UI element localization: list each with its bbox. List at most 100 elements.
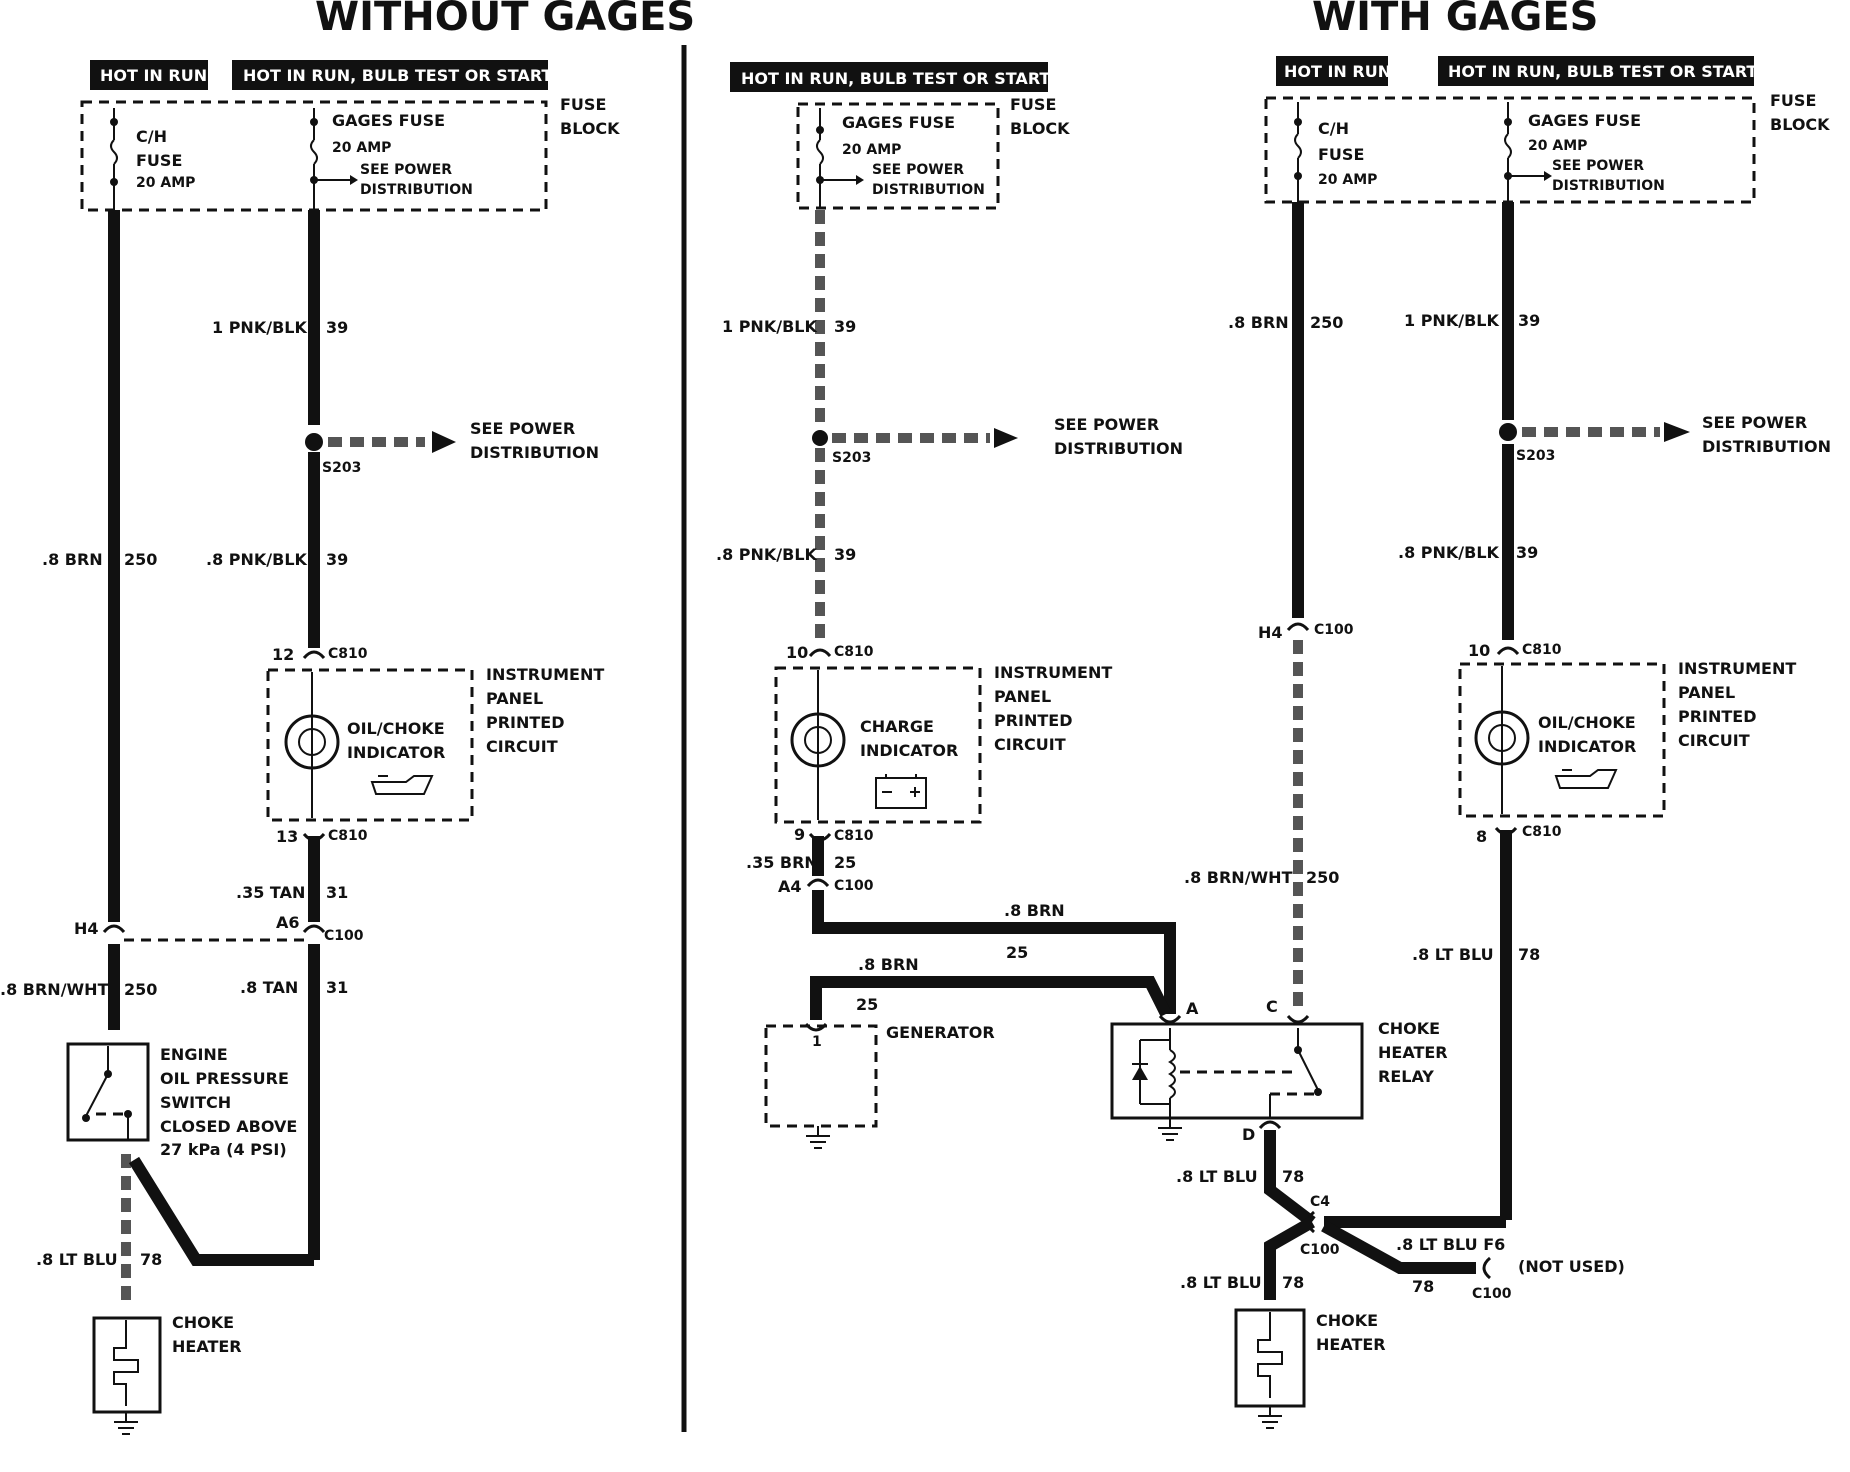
choke-heater-label-right-2: HEATER xyxy=(1316,1335,1386,1354)
pin-h4-right: H4 xyxy=(1258,623,1283,642)
splice-s203-mid: S203 xyxy=(832,450,871,466)
pin-8-right: 8 xyxy=(1476,827,1487,846)
wire-label-1-pnk-blk-right: 1 PNK/BLK xyxy=(1404,311,1499,330)
ipc-label-mid: INSTRUMENT xyxy=(994,663,1112,682)
hot-in-run-bulb-label-mid: HOT IN RUN, BULB TEST OR START xyxy=(741,69,1050,88)
relay-label-3: RELAY xyxy=(1378,1067,1434,1086)
connector-c810-mid: C810 xyxy=(834,644,874,660)
circuit-39-right: 39 xyxy=(1518,311,1540,330)
hot-in-run-bulb-label: HOT IN RUN, BULB TEST OR START xyxy=(243,66,552,85)
gages-fuse-see-power-mid: SEE POWER xyxy=(872,162,964,178)
wire-label-08-pnk-blk-mid: .8 PNK/BLK xyxy=(716,545,818,564)
oil-can-icon-right xyxy=(1554,769,1618,789)
pin-12: 12 xyxy=(272,645,294,664)
oil-switch-label-5: 27 kPa (4 PSI) xyxy=(160,1140,287,1159)
see-power-distribution-mid: DISTRIBUTION xyxy=(1054,439,1183,458)
choke-heater-label-right: CHOKE xyxy=(1316,1311,1378,1330)
pin-13: 13 xyxy=(276,827,298,846)
connector-c100-junction: C100 xyxy=(1300,1242,1340,1258)
circuit-39: 39 xyxy=(326,318,348,337)
gages-fuse-label-mid: GAGES FUSE xyxy=(842,113,955,132)
instrument-panel-box-right xyxy=(1458,662,1666,818)
ch-fuse-label-right-2: FUSE xyxy=(1318,145,1364,164)
wire-label-08-lt-blu-right: .8 LT BLU xyxy=(1412,945,1494,964)
connector-c810-right: C810 xyxy=(1522,642,1562,658)
wire-label-1-pnk-blk-mid: 1 PNK/BLK xyxy=(722,317,817,336)
choke-heater-relay-box xyxy=(1110,1022,1364,1120)
left-section: HOT IN RUN HOT IN RUN, BULB TEST OR STAR… xyxy=(0,60,620,1435)
fuse-block-label-right-2: BLOCK xyxy=(1770,115,1830,134)
connector-c810: C810 xyxy=(328,646,368,662)
circuit-25-gen: 25 xyxy=(856,995,878,1014)
battery-icon xyxy=(875,777,927,809)
oil-choke-indicator-label-right: OIL/CHOKE xyxy=(1538,713,1636,732)
ipc-label-right: INSTRUMENT xyxy=(1678,659,1796,678)
oil-switch-label-2: OIL PRESSURE xyxy=(160,1069,289,1088)
wire-label-08-lt-blu: .8 LT BLU xyxy=(36,1250,118,1269)
fuse-block-label-2: BLOCK xyxy=(560,119,620,138)
wire-label-08-lt-blu-d: .8 LT BLU xyxy=(1176,1167,1258,1186)
oil-can-icon xyxy=(370,775,434,795)
ipc-label-3: PRINTED xyxy=(486,713,565,732)
oil-switch-label: ENGINE xyxy=(160,1045,228,1064)
pin-a-relay: A xyxy=(1186,999,1199,1018)
see-power-distribution-right: DISTRIBUTION xyxy=(1702,437,1831,456)
wire-label-08-tan: .8 TAN xyxy=(240,978,298,997)
oil-switch-label-3: SWITCH xyxy=(160,1093,231,1112)
hot-in-run-label: HOT IN RUN xyxy=(100,66,207,85)
circuit-78-right: 78 xyxy=(1518,945,1540,964)
gages-fuse-rating-right: 20 AMP xyxy=(1528,138,1587,154)
title-with-gages: WITH GAGES xyxy=(1312,0,1598,40)
circuit-31: 31 xyxy=(326,883,348,902)
generator-box xyxy=(764,1024,878,1128)
wire-label-08-brn-wht: .8 BRN/WHT xyxy=(0,980,109,999)
circuit-39-right-b: 39 xyxy=(1516,543,1538,562)
hot-in-run-label-right: HOT IN RUN xyxy=(1284,62,1391,81)
fuse-block-label-mid-2: BLOCK xyxy=(1010,119,1070,138)
pin-9-mid: 9 xyxy=(794,825,805,844)
right-section: HOT IN RUN HOT IN RUN, BULB TEST OR STAR… xyxy=(1110,56,1831,1429)
pin-1-generator: 1 xyxy=(812,1034,822,1050)
wire-label-08-brn-mid: .8 BRN xyxy=(1004,901,1065,920)
gages-fuse-distribution-right: DISTRIBUTION xyxy=(1552,178,1665,194)
ipc-label-right-4: CIRCUIT xyxy=(1678,731,1750,750)
circuit-39-mid-b: 39 xyxy=(834,545,856,564)
connector-c100-right: C100 xyxy=(1314,622,1354,638)
ipc-label-right-2: PANEL xyxy=(1678,683,1735,702)
wire-label-035-tan: .35 TAN xyxy=(236,883,305,902)
wire-label-08-brn-wht-right: .8 BRN/WHT xyxy=(1184,868,1293,887)
circuit-78-heater: 78 xyxy=(1282,1273,1304,1292)
circuit-39-mid: 39 xyxy=(834,317,856,336)
pin-d-relay: D xyxy=(1242,1125,1255,1144)
circuit-25-mid: 25 xyxy=(834,853,856,872)
pin-c-relay: C xyxy=(1266,997,1278,1016)
middle-section: HOT IN RUN, BULB TEST OR START FUSE BLOC… xyxy=(716,62,1183,1149)
wire-label-lt-blu-f6: .8 LT BLU F6 xyxy=(1396,1235,1505,1254)
circuit-25-mid-b: 25 xyxy=(1006,943,1028,962)
oil-choke-indicator-label-2: INDICATOR xyxy=(347,743,445,762)
ch-fuse-rating: 20 AMP xyxy=(136,175,195,191)
ch-fuse-label-2: FUSE xyxy=(136,151,182,170)
ch-fuse-rating-right: 20 AMP xyxy=(1318,172,1377,188)
ipc-label-right-3: PRINTED xyxy=(1678,707,1757,726)
ipc-label-4: CIRCUIT xyxy=(486,737,558,756)
diode-icon xyxy=(1132,1066,1148,1080)
pin-h4: H4 xyxy=(74,919,99,938)
relay-label-2: HEATER xyxy=(1378,1043,1448,1062)
circuit-78: 78 xyxy=(140,1250,162,1269)
connector-c810-mid-b: C810 xyxy=(834,828,874,844)
connector-c810-b: C810 xyxy=(328,828,368,844)
ipc-label-mid-2: PANEL xyxy=(994,687,1051,706)
wire-label-08-brn-gen: .8 BRN xyxy=(858,955,919,974)
connector-c810-right-b: C810 xyxy=(1522,824,1562,840)
ipc-label: INSTRUMENT xyxy=(486,665,604,684)
gages-fuse-label-right: GAGES FUSE xyxy=(1528,111,1641,130)
circuit-31-b: 31 xyxy=(326,978,348,997)
gages-fuse-distribution-mid: DISTRIBUTION xyxy=(872,182,985,198)
ch-fuse-label: C/H xyxy=(136,127,167,146)
circuit-78-f6: 78 xyxy=(1412,1277,1434,1296)
gages-fuse-rating: 20 AMP xyxy=(332,140,391,156)
circuit-78-d: 78 xyxy=(1282,1167,1304,1186)
charge-indicator-label-2: INDICATOR xyxy=(860,741,958,760)
